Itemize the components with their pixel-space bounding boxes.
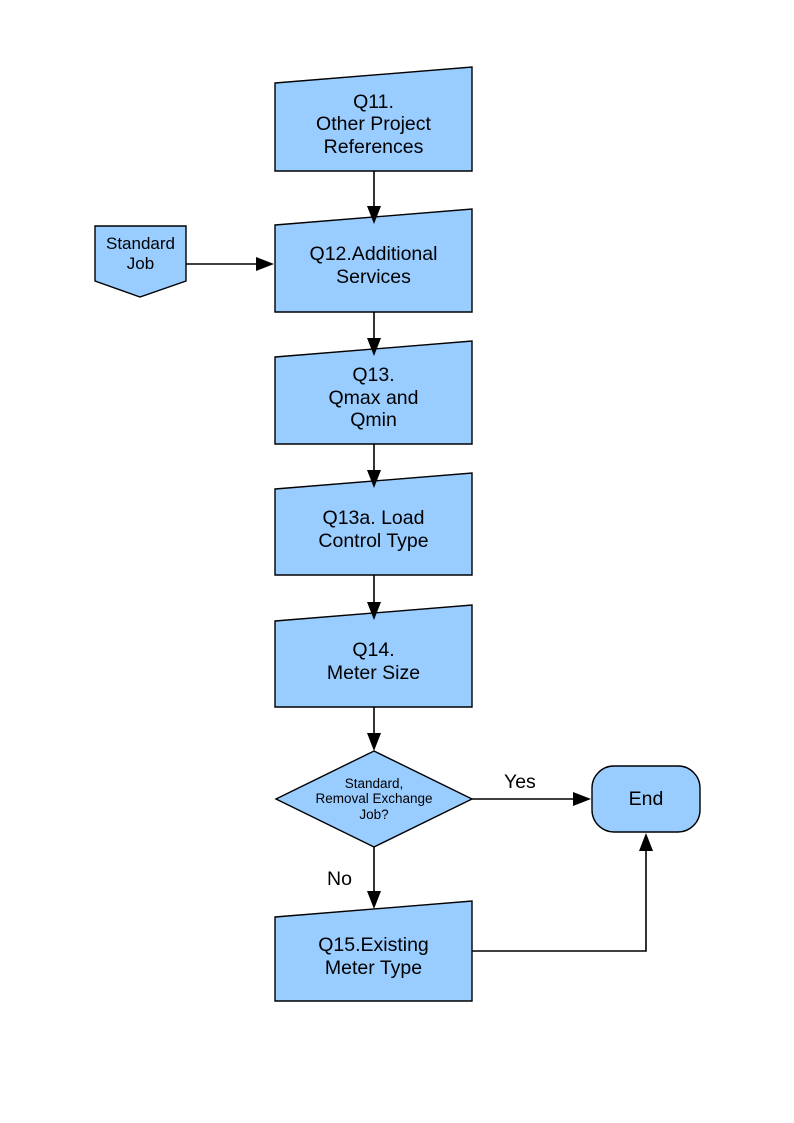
edge-q13a-q14 <box>367 575 381 620</box>
edge-q14-decision <box>367 707 381 751</box>
arrow-head-icon <box>367 470 381 488</box>
node-q11-shape[interactable] <box>274 66 473 172</box>
edge-label-no: No <box>327 868 352 890</box>
node-decision-shape[interactable] <box>274 750 474 848</box>
arrow-head-icon <box>367 733 381 751</box>
node-q15-shape[interactable] <box>274 900 473 1002</box>
arrow-head-icon <box>256 257 274 271</box>
node-end-shape[interactable] <box>591 765 701 833</box>
node-q13a-shape[interactable] <box>274 472 473 576</box>
arrow-head-icon <box>367 206 381 224</box>
edge-q11-q12 <box>367 171 381 224</box>
arrow-head-icon <box>367 891 381 909</box>
arrow-head-icon <box>573 792 591 806</box>
arrow-head-icon <box>367 602 381 620</box>
node-q13-shape[interactable] <box>274 340 473 445</box>
node-q14-shape[interactable] <box>274 604 473 708</box>
edge-q12-q13 <box>367 312 381 356</box>
node-q12-shape[interactable] <box>274 208 473 313</box>
edge-standard-job-q12 <box>186 257 274 271</box>
node-standard-job-shape[interactable] <box>94 225 187 298</box>
arrow-head-icon <box>639 833 653 851</box>
edge-decision-end-yes <box>472 792 591 806</box>
edge-q15-end <box>472 833 653 952</box>
edge-q13-q13a <box>367 444 381 488</box>
edge-decision-q15-no <box>367 847 381 909</box>
edge-label-yes: Yes <box>504 771 536 793</box>
arrow-head-icon <box>367 338 381 356</box>
